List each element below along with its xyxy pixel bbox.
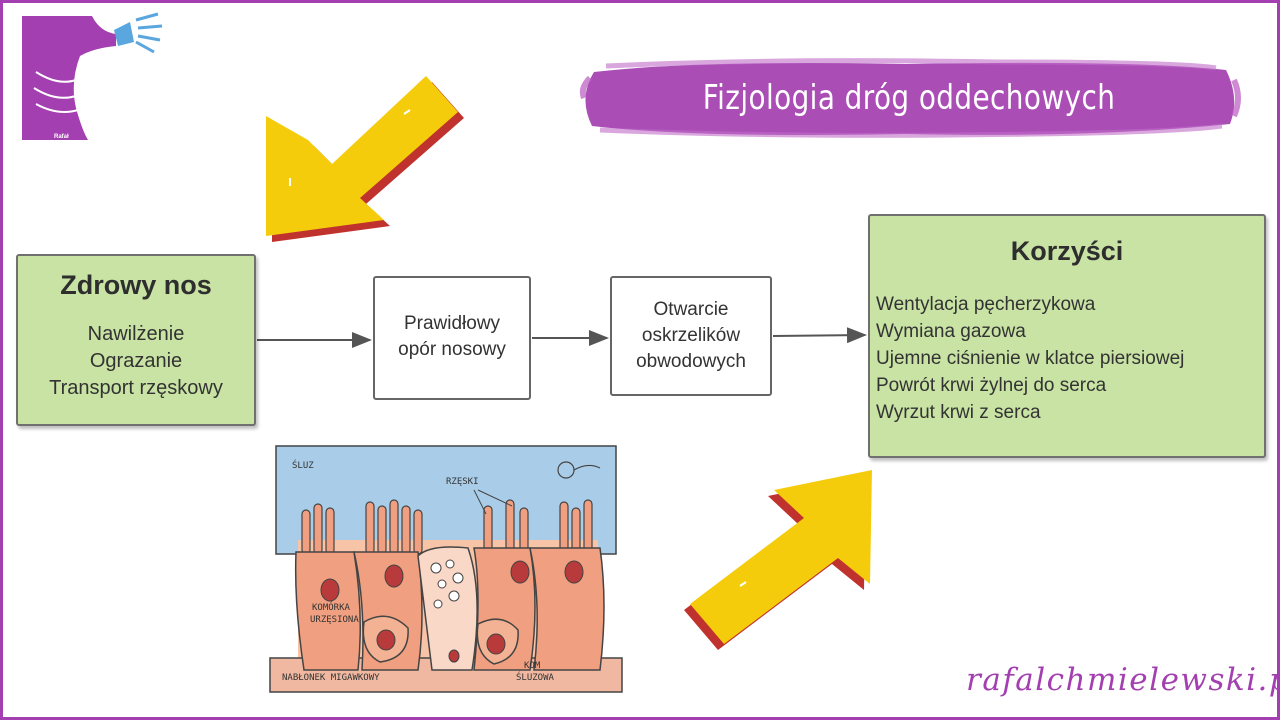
nasal-resistance-line: Prawidłowy: [403, 313, 501, 334]
list-item: Ograzanie: [89, 350, 183, 372]
mucus-label: ŚLUZ: [292, 459, 314, 471]
list-item: Wentylacja pęcherzykowa: [876, 294, 1096, 315]
logo: Rafał Chmielewski: [18, 12, 168, 147]
epithelium-drawing: ŚLUZ RZĘSKI KOMÓRKA URZĘSIONA KOM ŚLUZOW…: [269, 445, 623, 693]
cilia-label: RZĘSKI: [446, 477, 479, 487]
list-item: Ujemne ciśnienie w klatce piersiowej: [876, 348, 1185, 369]
logo-icon: [22, 12, 163, 140]
goblet-cell-label: KOM: [524, 661, 541, 671]
benefits-list: Wentylacja pęcherzykowa Wymiana gazowa U…: [870, 291, 1264, 426]
nasal-resistance-box: Prawidłowy opór nosowy: [373, 276, 531, 400]
arrow-up-right-icon: [684, 470, 872, 650]
benefits-box: Korzyści Wentylacja pęcherzykowa Wymiana…: [868, 214, 1266, 458]
bronchioles-box: Otwarcie oskrzelików obwodowych: [610, 276, 772, 396]
goblet-cell-label: ŚLUZOWA: [516, 671, 555, 683]
title-banner: Fizjologia dróg oddechowych: [576, 58, 1242, 138]
list-item: Wymiana gazowa: [876, 321, 1026, 342]
connector-bronchioles-to-benefits: [772, 327, 867, 344]
bronchioles-line: oskrzelików: [641, 325, 741, 346]
bronchioles-line: obwodowych: [636, 351, 746, 372]
page-title: Fizjologia dróg oddechowych: [702, 78, 1116, 118]
epithelium-illustration: ŚLUZ RZĘSKI KOMÓRKA URZĘSIONA KOM ŚLUZOW…: [268, 444, 624, 696]
healthy-nose-list: Nawilżenie Ograzanie Transport rzęskowy: [18, 321, 254, 402]
brush-stroke-icon: [579, 58, 1241, 138]
logo-caption: Rafał Chmielewski: [54, 134, 91, 147]
list-item: Transport rzęskowy: [49, 377, 223, 399]
healthy-nose-title: Zdrowy nos: [60, 270, 212, 300]
list-item: Nawilżenie: [87, 323, 185, 345]
bronchioles-line: Otwarcie: [653, 299, 729, 320]
list-item: Powrót krwi żylnej do serca: [876, 375, 1107, 396]
website-url: rafalchmielewski.pl: [966, 662, 1280, 698]
arrow-down-left-icon: [266, 76, 464, 242]
ciliated-cell-label: KOMÓRKA: [312, 601, 351, 613]
list-item: Wyrzut krwi z serca: [876, 402, 1041, 423]
benefits-title: Korzyści: [1010, 236, 1124, 266]
healthy-nose-box: Zdrowy nos Nawilżenie Ograzanie Transpor…: [16, 254, 256, 426]
ciliated-cell-label: URZĘSIONA: [310, 615, 359, 625]
nasal-resistance-line: opór nosowy: [398, 339, 506, 360]
basement-label: NABŁONEK MIGAWKOWY: [282, 673, 380, 683]
